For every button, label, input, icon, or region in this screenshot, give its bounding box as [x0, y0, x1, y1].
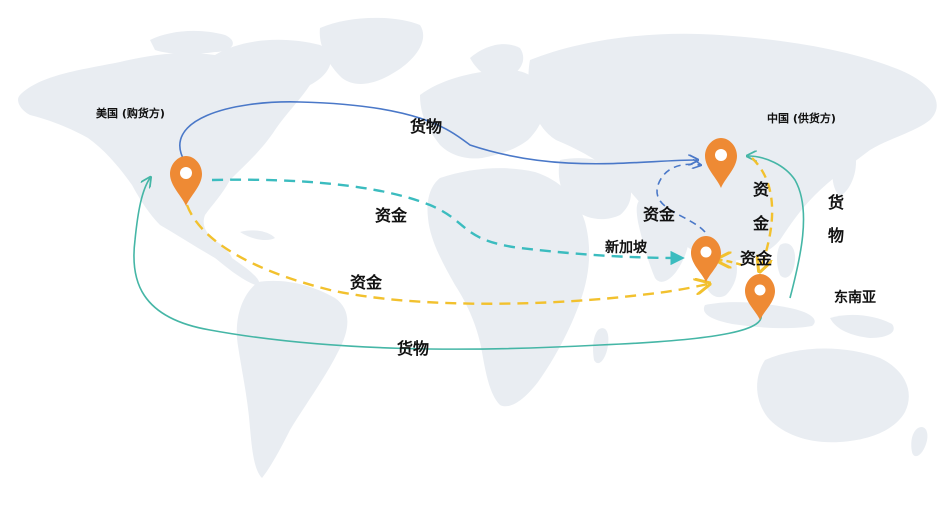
flow-label-goods-right-1: 货 — [828, 193, 844, 212]
landmass-caribbean — [240, 230, 275, 240]
goods-flow-usa-to-china — [179, 101, 697, 164]
funds-flow-sea-to-singapore — [718, 260, 743, 265]
pin-usa[interactable] — [170, 156, 202, 206]
map-pin-icon — [170, 156, 202, 206]
goods-flow-sea-to-china — [748, 156, 805, 299]
region-middle-east — [558, 158, 632, 220]
continent-europe — [420, 69, 546, 159]
flow-label-funds-singapore-china: 资金 — [643, 205, 676, 224]
location-label-china: 中国 (供货方) — [767, 111, 836, 125]
funds-flow-usa-to-singapore — [211, 178, 685, 266]
pin-china[interactable] — [705, 138, 737, 188]
landmass-new-zealand — [911, 426, 928, 457]
pin-singapore[interactable] — [691, 236, 721, 282]
world-map-land — [18, 17, 937, 478]
map-pin-icon — [745, 274, 775, 320]
flow-label-funds-lower: 资金 — [350, 273, 383, 292]
landmass-uk — [438, 90, 458, 114]
continent-australia — [757, 348, 909, 443]
flow-label-goods-top: 货物 — [410, 117, 442, 136]
landmass-philippines — [777, 243, 796, 278]
flow-label-funds-china-1: 资 — [753, 180, 769, 199]
pin-southeast-asia[interactable] — [745, 274, 775, 320]
flow-label-funds-atlantic: 资金 — [375, 206, 408, 225]
landmass-greenland — [319, 17, 424, 84]
flow-label-goods-right-2: 物 — [828, 226, 844, 245]
goods-flow-sea-to-usa — [133, 178, 763, 350]
landmass-new-guinea — [830, 314, 894, 338]
flow-label-funds-sea: 资金 — [740, 249, 773, 268]
continent-africa — [427, 168, 590, 407]
landmass-japan — [832, 146, 856, 196]
landmass-scandinavia — [470, 44, 524, 80]
location-label-singapore: 新加坡 — [605, 239, 648, 256]
map-pin-icon — [691, 236, 721, 282]
flow-label-goods-bottom: 货物 — [397, 339, 429, 358]
location-label-southeast-asia: 东南亚 — [834, 289, 876, 306]
continent-south-america — [236, 280, 348, 478]
continent-north-america — [18, 39, 331, 268]
map-pin-icon — [705, 138, 737, 188]
location-label-usa: 美国 (购货方) — [96, 106, 165, 120]
continent-central-america — [204, 240, 260, 286]
flow-label-funds-china-2: 金 — [752, 214, 770, 233]
continent-arctic-islands — [150, 30, 233, 55]
